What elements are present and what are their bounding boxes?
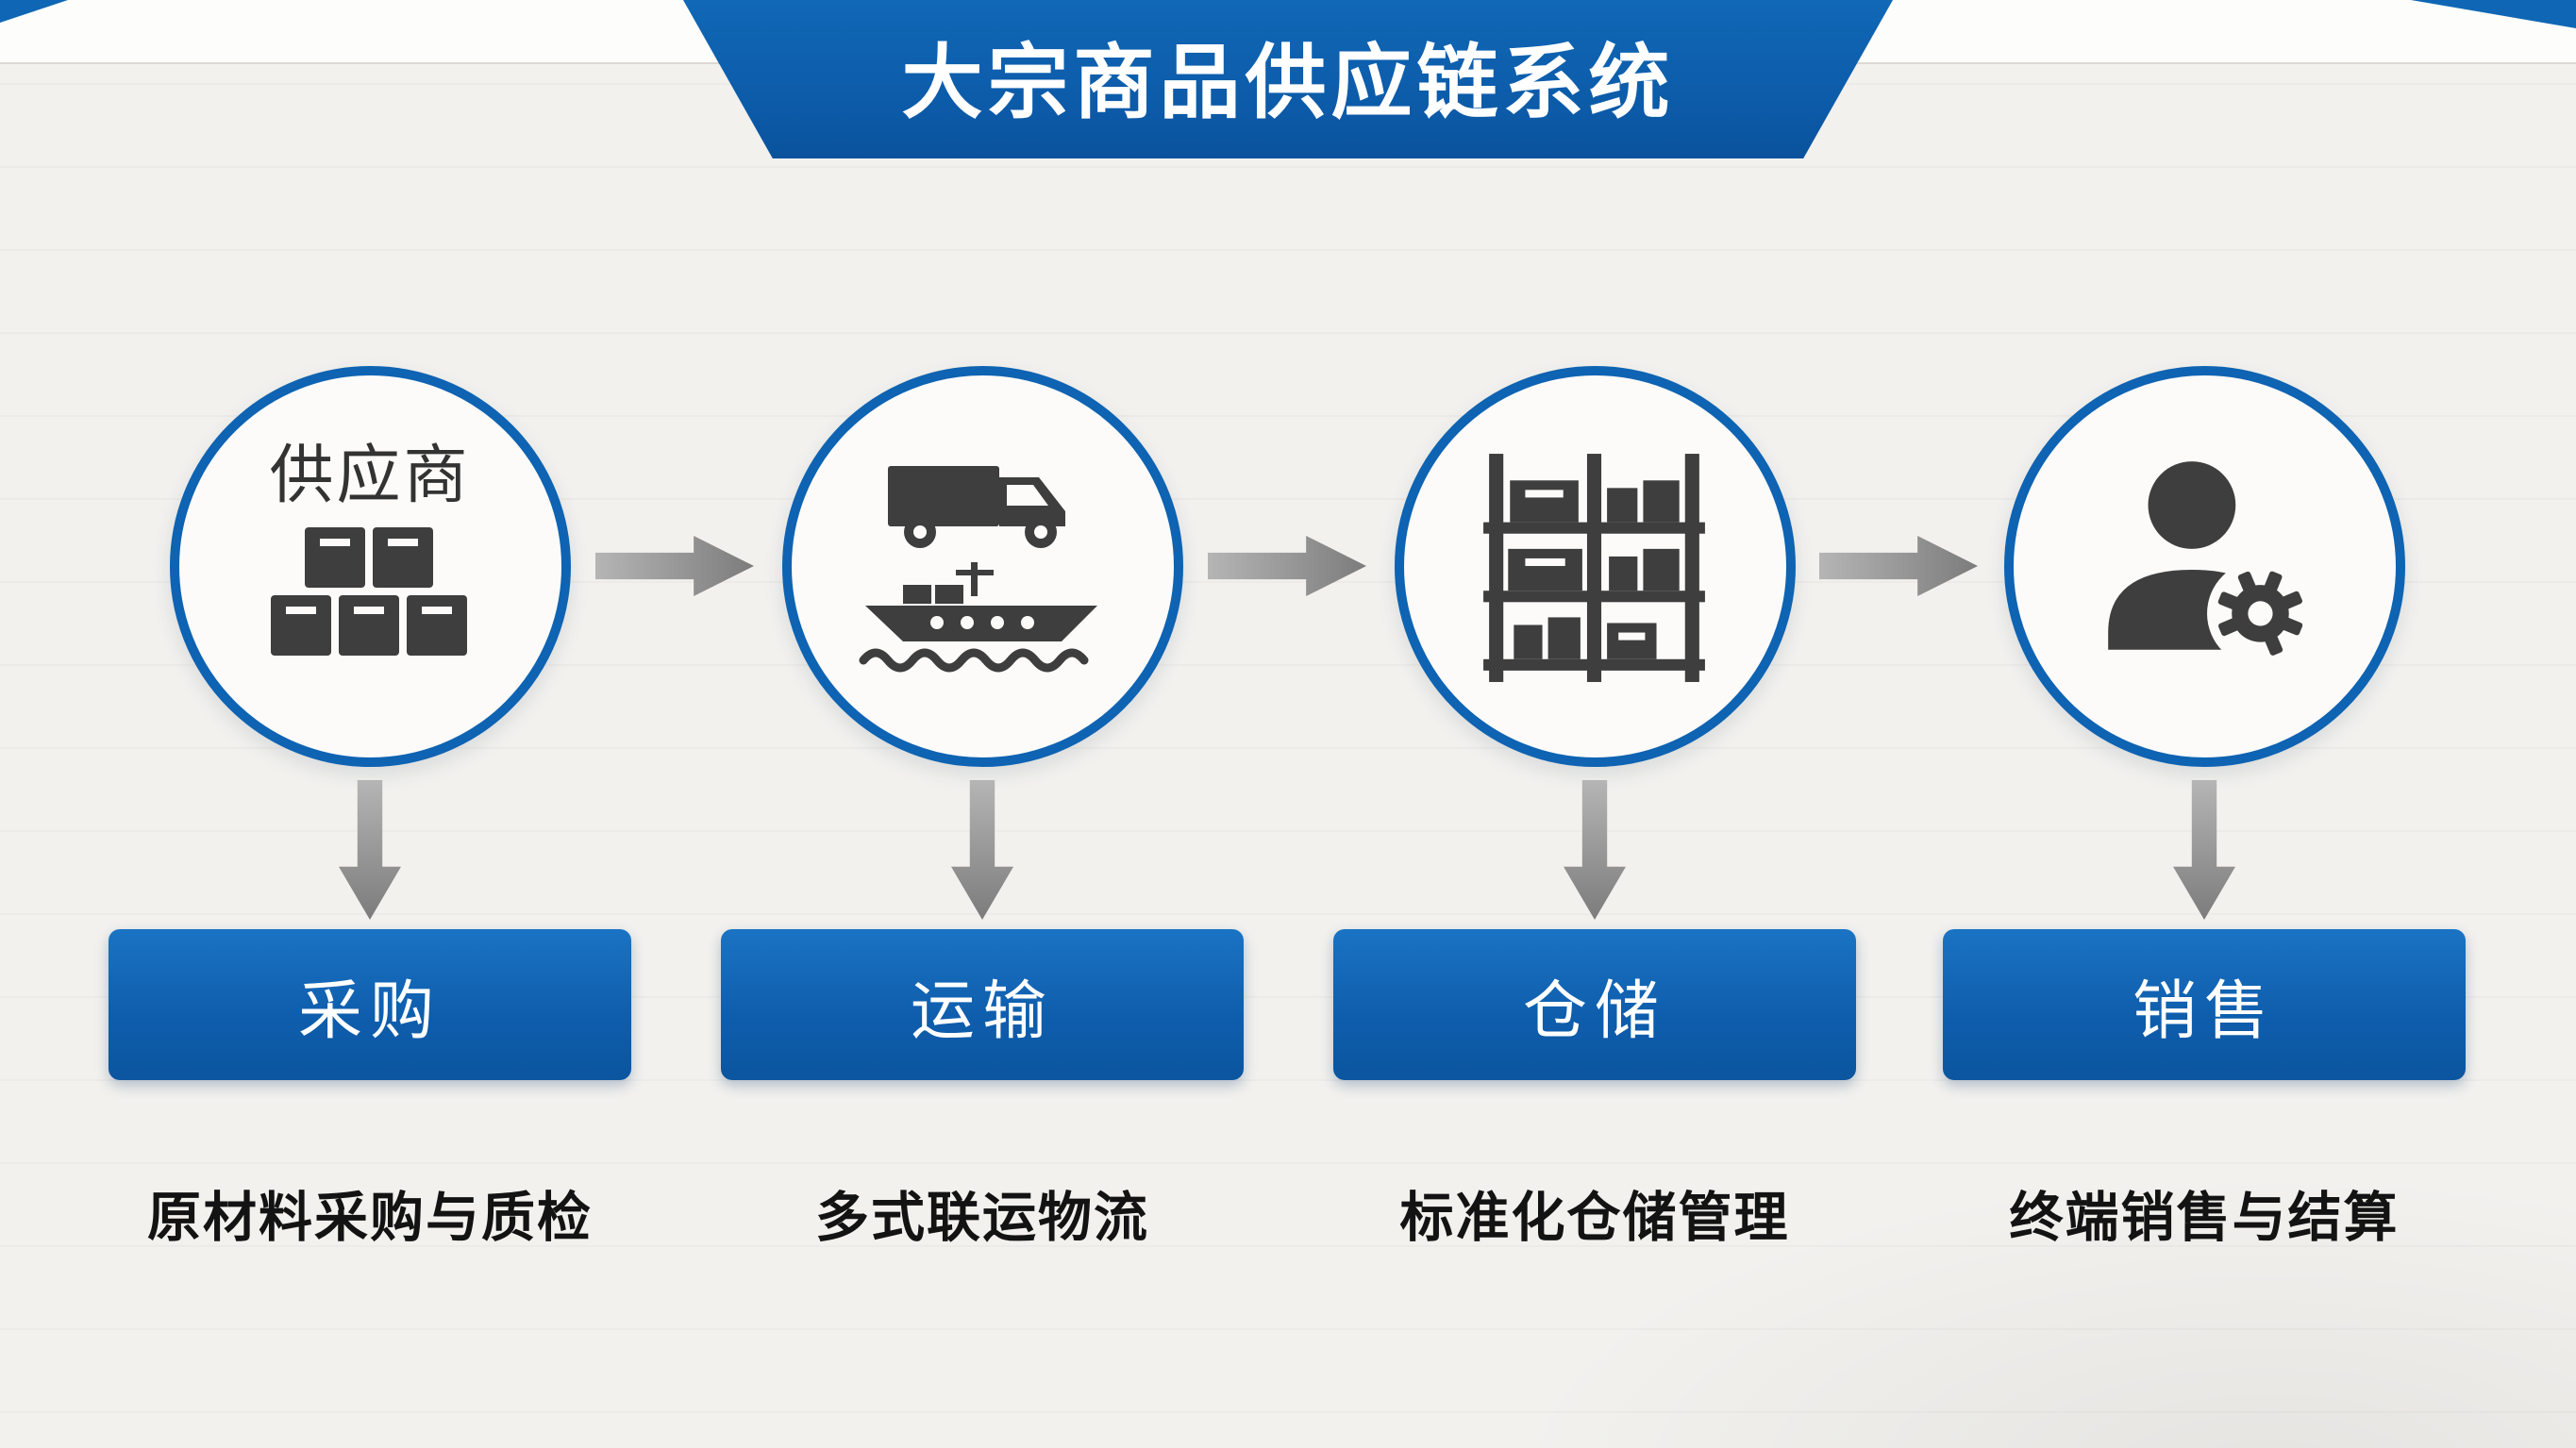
sales-description: 终端销售与结算	[2009, 1188, 2400, 1248]
down-arrow-sales	[2173, 780, 2235, 920]
header-banner: 大宗商品供应链系统	[683, 0, 1893, 158]
page-title: 大宗商品供应链系统	[901, 37, 1675, 128]
transport-button: 运输	[721, 929, 1244, 1080]
sales-circle	[2003, 366, 2405, 767]
warehouse-circle	[1394, 366, 1796, 767]
supplier-boxes-icon	[271, 527, 467, 656]
warehouse-description: 标准化仓储管理	[1399, 1188, 1790, 1248]
procurement-button: 采购	[109, 929, 631, 1080]
stage-column-warehouse: 仓储 标准化仓储管理	[1333, 366, 1856, 1252]
down-arrow-warehouse	[1564, 780, 1626, 920]
stage-column-procurement: 供应商 采购 原材料采购与质检	[109, 366, 631, 1252]
supplier-circle: 供应商	[169, 366, 571, 767]
stage-column-transport: 运输 多式联运物流	[721, 366, 1244, 1252]
transport-circle	[781, 366, 1183, 767]
down-arrow-procurement	[339, 780, 401, 920]
stage-column-sales: 销售 终端销售与结算	[1943, 366, 2466, 1252]
down-arrow-transport	[951, 780, 1013, 920]
sales-button: 销售	[1943, 929, 2466, 1080]
warehouse-rack-icon	[1483, 453, 1705, 682]
procurement-description: 原材料采购与质检	[147, 1188, 593, 1248]
person-gear-icon	[2108, 460, 2314, 667]
warehouse-button: 仓储	[1333, 929, 1856, 1080]
transport-description: 多式联运物流	[815, 1188, 1149, 1248]
supplier-label: 供应商	[269, 440, 471, 511]
truck-ship-icon	[859, 466, 1097, 673]
